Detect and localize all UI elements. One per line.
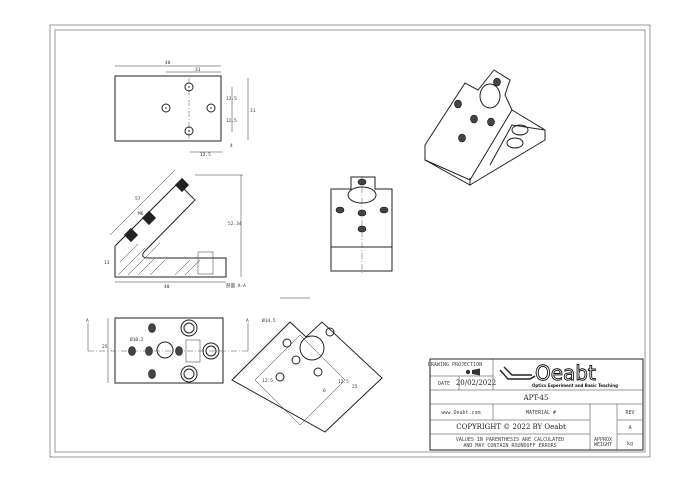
dim-rot-a: 12.5 — [262, 378, 273, 384]
note-line-2: AND MAY CONTAIN ROUNDOFF ERRORS — [463, 443, 556, 449]
dim-side-height: 52.34 — [228, 221, 242, 227]
dim-side-thread: M6 — [138, 211, 144, 217]
title-block: DRAWING PROJECTION DATE 20/02/2022 Oeabt… — [428, 358, 644, 451]
oeabt-logo: Oeabt Optics Experiment and Basic Teachi… — [499, 361, 618, 388]
logo-text: Oeabt — [535, 361, 596, 385]
dim-side-length: 57 — [135, 196, 141, 202]
section-view-a-a: 52.34 57 M6 13 40 剖面 A-A — [104, 169, 246, 290]
dim-rot-c: 25 — [352, 384, 358, 390]
dim-rot-d: 6 — [323, 388, 326, 394]
sheet-inner-border — [54, 29, 646, 453]
dim-top-height: 31 — [250, 108, 256, 114]
projection-label: DRAWING PROJECTION — [428, 362, 482, 368]
projection-symbol-icon — [465, 368, 480, 376]
dim-top-offset: 31 — [195, 67, 201, 73]
dim-top-width: 40 — [165, 60, 171, 66]
date-label: DATE — [438, 381, 450, 387]
section-label: 剖面 A-A — [226, 282, 246, 289]
top-view: 40 31 31 12.5 12.5 12.5 4 — [114, 60, 256, 158]
section-mark-right: A — [246, 318, 249, 324]
sheet-border — [49, 24, 651, 458]
approx-label: APPROX — [594, 437, 612, 443]
dim-side-width: 40 — [164, 284, 170, 290]
dim-top-small: 4 — [230, 143, 233, 149]
dim-side-base: 13 — [104, 260, 110, 266]
rotated-view: Ø14.5 12.5 12.5 25 6 — [231, 297, 383, 433]
date-value: 20/02/2022 — [456, 379, 496, 387]
isometric-view — [424, 69, 546, 186]
bottom-view: A A 25 Ø10.2 — [86, 317, 249, 384]
part-number: APT-45 — [523, 394, 549, 402]
material-label: MATERIAL # — [526, 410, 556, 416]
dim-rot-hole: Ø14.5 — [262, 317, 276, 324]
note-line-1: VALUES IN PARENTHESIS ARE CALCULATED — [456, 437, 564, 443]
dim-bottom-height: 25 — [102, 344, 108, 350]
weight-label: WEIGHT — [594, 442, 612, 448]
dim-top-spacing-b: 12.5 — [226, 118, 237, 124]
copyright: COPYRIGHT © 2022 BY Oeabt — [456, 423, 566, 431]
weight-unit: kg — [627, 441, 633, 447]
rev-value: A — [628, 425, 631, 431]
logo-tagline: Optics Experiment and Basic Teaching — [532, 383, 618, 388]
dim-rot-b: 12.5 — [338, 379, 349, 385]
section-mark-left: A — [86, 318, 89, 324]
dim-bottom-hole: Ø10.2 — [130, 336, 144, 343]
rev-label: REV — [625, 410, 634, 416]
front-view — [330, 176, 393, 275]
website: www.Oeabt.com — [441, 410, 480, 416]
dim-top-spacing-a: 12.5 — [226, 96, 237, 102]
dim-top-bottom: 12.5 — [200, 152, 211, 158]
